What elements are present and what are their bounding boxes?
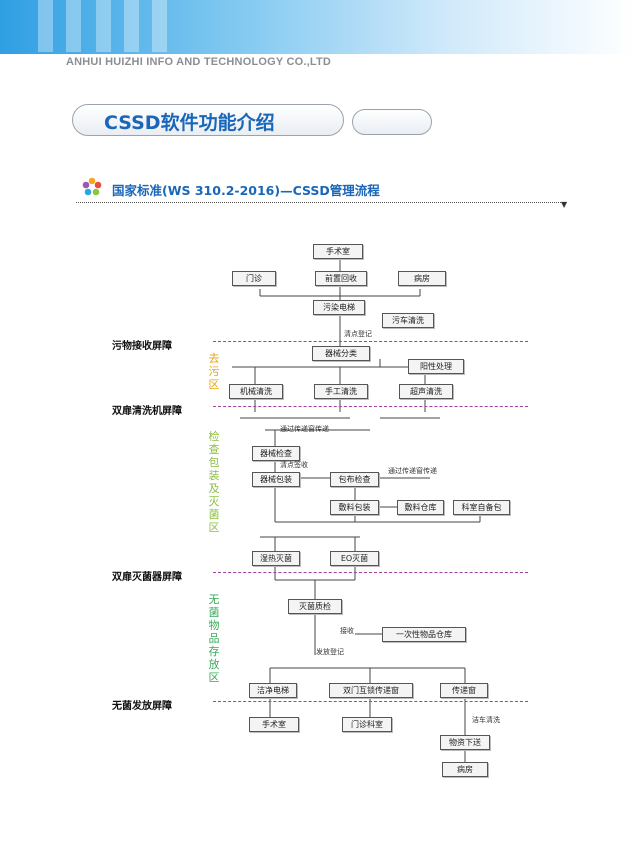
box-inspect: 器械检查 xyxy=(252,446,300,461)
box-dept-pack: 科室自备包 xyxy=(453,500,510,515)
box-cloth-check: 包布检查 xyxy=(330,472,379,487)
note-via-window-2: 通过传递窗传递 xyxy=(388,467,437,475)
box-clinic-dept: 门诊科室 xyxy=(342,717,392,732)
box-dirty-elevator: 污染电梯 xyxy=(313,300,365,315)
barrier-line xyxy=(213,572,528,573)
title-pill-decoration xyxy=(352,109,432,135)
barrier-line xyxy=(213,341,528,342)
box-pre-treat: 前置回收 xyxy=(315,271,367,286)
box-disposable-store: 一次性物品仓库 xyxy=(382,627,466,642)
box-transfer: 传递窗 xyxy=(440,683,488,698)
note-sign-in: 清点签收 xyxy=(280,461,308,469)
banner-block xyxy=(96,0,111,52)
box-clean-elevator: 洁净电梯 xyxy=(249,683,297,698)
box-moist-sterile: 湿热灭菌 xyxy=(252,551,300,566)
divider-arrow-icon: ▼ xyxy=(561,200,568,209)
section-divider xyxy=(76,202,563,203)
barrier-line xyxy=(213,406,528,407)
note-car-wash-bottom: 洁车清洗 xyxy=(472,716,500,724)
note-via-window: 通过传递窗传递 xyxy=(280,425,329,433)
note-register: 清点登记 xyxy=(344,330,372,338)
box-manual-wash: 手工清洗 xyxy=(314,384,368,399)
box-sort: 器械分类 xyxy=(312,346,370,361)
zone-decontam: 去污区 xyxy=(208,352,220,391)
note-receive: 接收 xyxy=(340,627,354,635)
zone-pack: 检查包装及灭菌区 xyxy=(208,430,220,534)
section-heading: 国家标准(WS 310.2-2016)—CSSD管理流程 xyxy=(112,183,380,198)
header-banner xyxy=(0,0,635,54)
box-surgery-top: 手术室 xyxy=(313,244,363,259)
box-eo-sterile: EO灭菌 xyxy=(330,551,379,566)
box-positive: 阳性处理 xyxy=(408,359,464,374)
barrier-line xyxy=(213,701,528,702)
barrier-label-washer: 双扉清洗机屏障 xyxy=(112,406,182,417)
box-clinic: 门诊 xyxy=(232,271,276,286)
box-surgery-bottom: 手术室 xyxy=(249,717,299,732)
box-ward: 病房 xyxy=(398,271,446,286)
banner-block xyxy=(66,0,81,52)
box-dressing-pack: 敷料包装 xyxy=(330,500,379,515)
banner-block xyxy=(38,0,53,52)
banner-block xyxy=(152,0,167,52)
box-machine-wash: 机械清洗 xyxy=(229,384,283,399)
zone-store: 无菌物品存放区 xyxy=(208,593,220,684)
company-name: ANHUI HUIZHI INFO AND TECHNOLOGY CO.,LTD xyxy=(66,56,332,68)
box-packing: 器械包装 xyxy=(252,472,300,487)
barrier-label-receive: 污物接收屏障 xyxy=(112,341,172,352)
box-batch-check: 灭菌质检 xyxy=(288,599,342,614)
box-car-wash-top: 污车清洗 xyxy=(382,313,434,328)
note-dispatch-register: 发放登记 xyxy=(316,648,344,656)
flower-icon xyxy=(82,177,102,196)
box-ultrasonic: 超声清洗 xyxy=(399,384,453,399)
barrier-label-sterilizer: 双扉灭菌器屏障 xyxy=(112,572,182,583)
page-title: CSSD软件功能介绍 xyxy=(104,112,275,134)
box-ward-bottom: 病房 xyxy=(442,762,488,777)
box-dispatch-delivery: 物资下送 xyxy=(440,735,490,750)
box-dressing-store: 敷料仓库 xyxy=(397,500,444,515)
banner-block xyxy=(124,0,139,52)
barrier-label-dispatch: 无菌发放屏障 xyxy=(112,701,172,712)
title-pill xyxy=(72,104,344,136)
box-pass-window: 双门互锁传递窗 xyxy=(329,683,413,698)
